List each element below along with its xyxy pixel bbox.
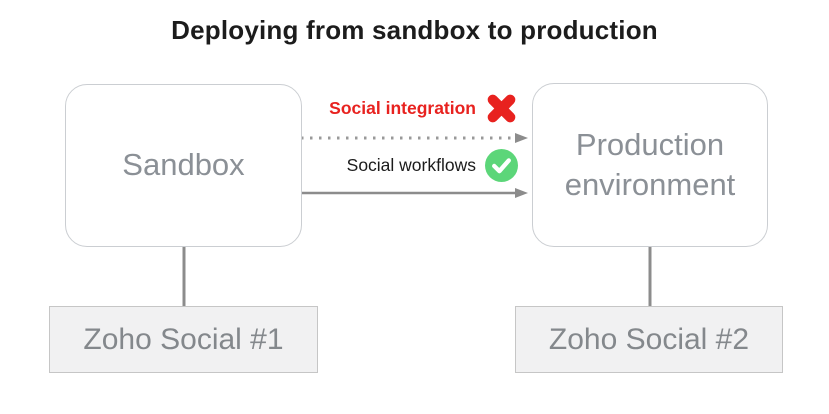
zoho-social-1-box: Zoho Social #1 (49, 306, 318, 373)
zoho-social-2-box: Zoho Social #2 (515, 306, 783, 373)
edge-label-social-integration: Social integration (329, 91, 518, 125)
production-node-label: Production environment (564, 126, 736, 202)
social-integration-label: Social integration (329, 97, 476, 118)
sandbox-node-label: Sandbox (122, 147, 245, 183)
zoho-social-1-label: Zoho Social #1 (83, 322, 284, 356)
zoho-social-2-label: Zoho Social #2 (548, 322, 750, 356)
diagram-title: Deploying from sandbox to production (171, 15, 658, 45)
sandbox-node: Sandbox (65, 84, 302, 247)
social-workflows-label: Social workflows (346, 154, 476, 175)
check-icon (485, 148, 518, 182)
cross-icon (487, 94, 516, 122)
edge-label-social-workflows: Social workflows (347, 148, 518, 182)
production-node: Production environment (532, 83, 768, 247)
